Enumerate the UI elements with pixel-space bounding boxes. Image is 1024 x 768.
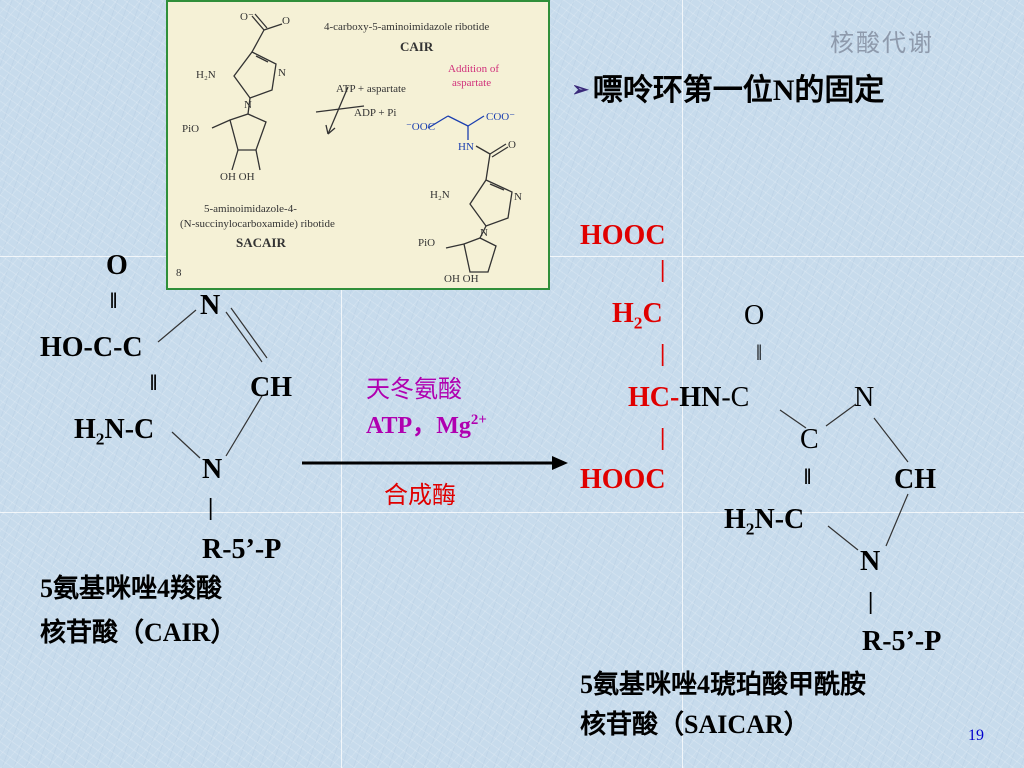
right-ring-n-bottom: N — [860, 546, 881, 577]
sacair-name-line1: 5-aminoimidazole-4- — [204, 203, 297, 215]
slide-heading: ➢嘌呤环第一位N的固定 — [572, 76, 884, 106]
cair-ring-n2-label: N — [244, 99, 252, 111]
addition-label-2: aspartate — [452, 77, 492, 89]
enzyme-label: 合成酶 — [384, 483, 456, 509]
reagents-in: ATP + aspartate — [336, 83, 406, 95]
right-ring-double-bond: ‖ — [804, 464, 812, 489]
left-ring-n-top: N — [200, 290, 221, 321]
reaction-figure-inset: O⁻ O H₂N N N PiO OH OH 4-carboxy-5-amino… — [166, 0, 550, 290]
right-hooc-top: HOOC — [580, 220, 666, 251]
sacair-ring-n-label: N — [514, 191, 522, 203]
sacair-hydroxyls-label: OH OH — [444, 273, 479, 285]
bullet-arrow-icon: ➢ — [572, 79, 589, 101]
heading-text: 嘌呤环第一位N的固定 — [592, 74, 885, 107]
left-h2nc: H2N-C — [74, 414, 155, 449]
left-compound-name-1: 5氨基咪唑4羧酸 — [40, 574, 223, 603]
figure-number: 8 — [176, 267, 182, 279]
sacair-coo-label: COO⁻ — [486, 111, 516, 123]
right-compound-name-1: 5氨基咪唑4琥珀酸甲酰胺 — [580, 670, 867, 699]
right-h2nc: H2N-C — [724, 504, 805, 539]
cair-abbr: CAIR — [400, 39, 434, 54]
sacair-name-line2: (N-succinylocarboxamide) ribotide — [180, 218, 335, 230]
right-bond-3: | — [660, 425, 666, 451]
addition-label-1: Addition of — [448, 63, 500, 75]
sacair-ring-n2-label: N — [480, 227, 488, 239]
right-compound-name-2: 核苷酸（SAICAR） — [580, 710, 810, 739]
right-amide-linkage: HC-HN-C — [628, 382, 750, 413]
sacair-amine-label: H₂N — [430, 189, 450, 201]
left-ring-n-bottom: N — [202, 454, 223, 485]
reagent-aspartate: 天冬氨酸 — [366, 377, 462, 403]
sacair-hn-label: HN — [458, 141, 474, 153]
cair-amine-label: H₂N — [196, 69, 216, 81]
right-ribose-phosphate: R-5’-P — [862, 626, 942, 657]
reagents-out: ADP + Pi — [354, 107, 397, 119]
right-hooc-bottom: HOOC — [580, 464, 666, 495]
left-double-bond: ‖ — [110, 288, 118, 313]
sacair-abbr: SACAIR — [236, 235, 286, 250]
right-carbonyl-o: O — [744, 300, 765, 331]
reagent-atp-mg: ATP，Mg2+ — [366, 412, 487, 439]
sacair-ooc-label: ⁻OOC — [406, 121, 436, 133]
watermark-title: 核酸代谢 — [830, 31, 934, 57]
figure-structure-lines — [211, 13, 513, 273]
right-ring-c: C — [800, 424, 819, 455]
sacair-oxygen-label: O — [508, 139, 516, 151]
cair-ring-n-label: N — [278, 67, 286, 79]
cair-name: 4-carboxy-5-aminoimidazole ribotide — [324, 21, 490, 33]
cair-hydroxyls-label: OH OH — [220, 171, 255, 183]
right-ribose-bond: | — [868, 589, 874, 615]
left-hocc: HO-C-C — [40, 332, 143, 363]
right-bond-2: | — [660, 341, 666, 367]
right-bond-1: | — [660, 257, 666, 283]
right-h2c: H2C — [612, 298, 663, 333]
carboxyl-oxygen-label-2: O — [282, 15, 290, 27]
right-ring-ch: CH — [894, 464, 936, 495]
cair-phosphate-label: PiO — [182, 123, 200, 135]
page-number: 19 — [968, 727, 984, 744]
carboxyl-oxygen-label: O⁻ — [240, 11, 254, 23]
right-ring-n-top: N — [854, 382, 875, 413]
left-ribose-bond: | — [208, 495, 214, 521]
left-carbonyl-o: O — [106, 250, 128, 281]
left-ring-double-bond: ‖ — [150, 370, 158, 395]
left-compound-name-2: 核苷酸（CAIR） — [40, 618, 237, 647]
sacair-phosphate-label: PiO — [418, 237, 436, 249]
right-carbonyl-double-bond: ‖ — [756, 340, 763, 365]
left-ring-ch: CH — [250, 372, 292, 403]
left-ribose-phosphate: R-5’-P — [202, 534, 282, 565]
